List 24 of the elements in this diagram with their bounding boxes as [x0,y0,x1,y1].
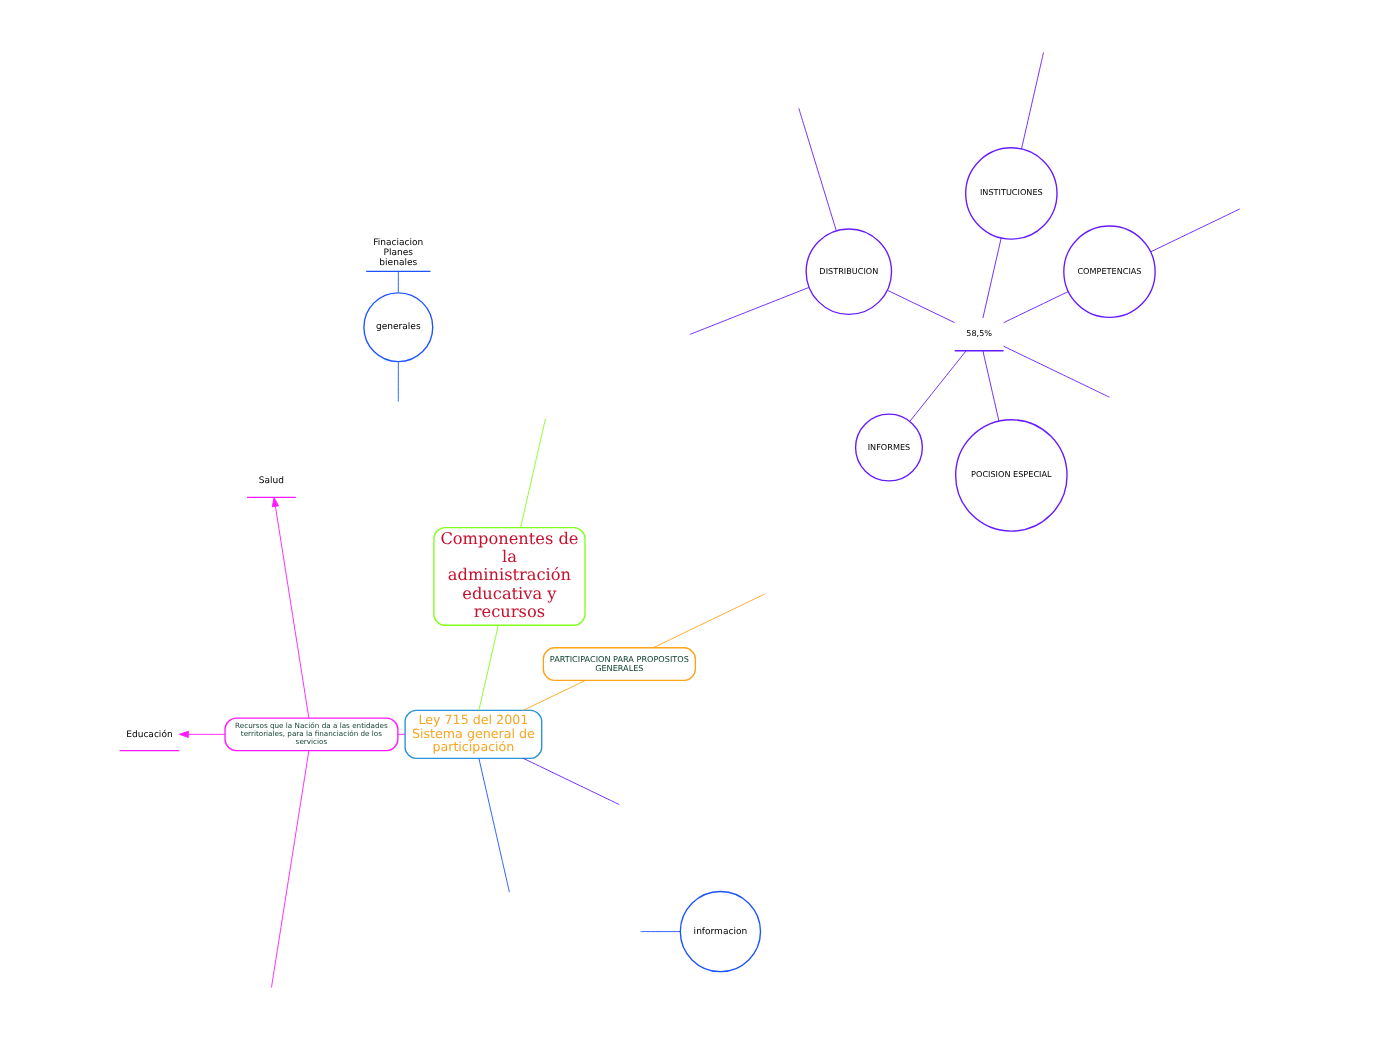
connector [1021,51,1044,150]
arrow [178,730,226,738]
connector [652,593,766,649]
connector [520,418,546,528]
connector [1003,291,1069,324]
arrow [271,497,310,719]
connector [887,289,956,324]
connector [689,287,810,335]
connector [982,350,1000,422]
connector [397,361,399,403]
connector [478,625,499,711]
connector [982,237,1002,319]
connector [478,757,510,893]
connector [522,757,620,806]
connector [798,107,837,231]
node-box: Componentes de la administración educativa y recursos [433,526,586,626]
connector [1003,345,1110,398]
connector [397,271,399,293]
connector [397,733,406,735]
connector [909,350,967,422]
connector [522,679,586,711]
connector [271,750,310,989]
connector [1150,208,1241,253]
connector [640,931,681,933]
